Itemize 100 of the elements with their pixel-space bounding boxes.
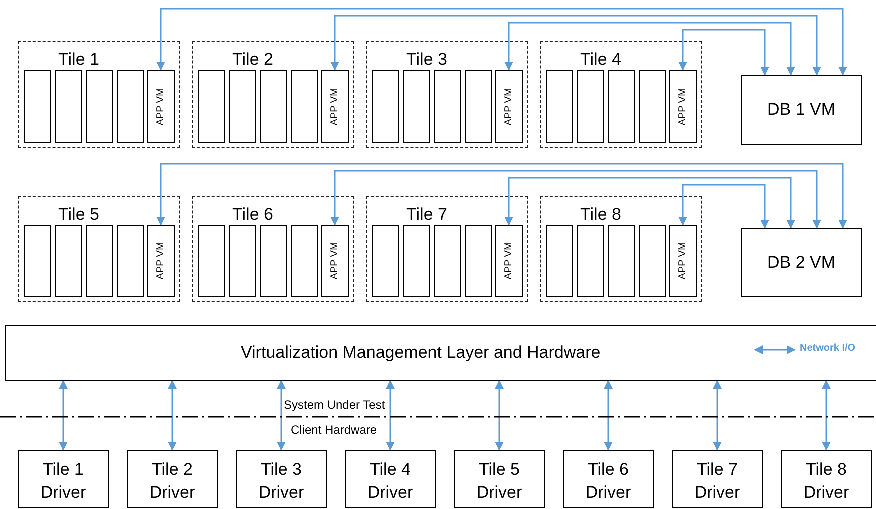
network-arrow bbox=[822, 380, 831, 451]
network-arrow bbox=[156, 8, 848, 76]
network-arrow bbox=[156, 163, 848, 229]
vm-slot bbox=[639, 70, 666, 143]
box-label: Tile 6 Driver bbox=[584, 459, 632, 504]
db-vm-box bbox=[741, 75, 862, 145]
tile-group bbox=[366, 196, 528, 302]
vm-slot bbox=[24, 70, 51, 143]
vm-slot bbox=[86, 225, 113, 297]
box-label: DB 1 VM bbox=[766, 100, 837, 120]
box-label: Tile 4 Driver bbox=[366, 459, 414, 504]
legend-label: Network I/O bbox=[800, 343, 856, 354]
tile-group bbox=[192, 41, 354, 148]
tile-heading: Tile 2 bbox=[232, 50, 274, 70]
vm-label: APP VM bbox=[156, 88, 166, 126]
vm-slot bbox=[546, 225, 573, 297]
vm-slot bbox=[229, 70, 256, 143]
app-vm-box bbox=[495, 225, 523, 297]
vm-slot bbox=[198, 225, 225, 297]
box-label: Tile 7 Driver bbox=[694, 459, 742, 504]
vm-label: APP VM bbox=[330, 242, 340, 280]
db-vm-box bbox=[741, 228, 862, 297]
vm-label: APP VM bbox=[678, 88, 688, 126]
box-label: Tile 3 Driver bbox=[258, 459, 306, 504]
vm-slot bbox=[372, 225, 399, 297]
boundary-label: Client Hardware bbox=[291, 423, 378, 437]
vm-slot bbox=[546, 70, 573, 143]
vm-slot bbox=[372, 70, 399, 143]
vm-label: APP VM bbox=[330, 88, 340, 126]
vm-slot bbox=[291, 70, 318, 143]
box-label: DB 2 VM bbox=[766, 252, 837, 272]
vm-slot bbox=[465, 70, 492, 143]
vm-slot bbox=[608, 70, 635, 143]
app-vm-box bbox=[147, 70, 175, 143]
driver-box bbox=[18, 450, 109, 508]
driver-box bbox=[781, 450, 872, 508]
app-vm-box bbox=[321, 70, 349, 143]
vm-slot bbox=[117, 225, 144, 297]
network-arrow bbox=[678, 184, 770, 229]
network-arrow bbox=[330, 170, 822, 229]
vm-slot bbox=[24, 225, 51, 297]
box-label: Virtualization Management Layer and Hardware bbox=[241, 343, 601, 363]
tile-heading: Tile 5 bbox=[58, 205, 100, 225]
vm-slot bbox=[198, 70, 225, 143]
driver-box bbox=[236, 450, 327, 508]
driver-box bbox=[127, 450, 218, 508]
vm-slot bbox=[291, 225, 318, 297]
driver-box bbox=[454, 450, 545, 508]
vm-slot bbox=[465, 225, 492, 297]
vm-slot bbox=[434, 225, 461, 297]
box-label: Tile 8 Driver bbox=[802, 459, 850, 504]
vm-slot bbox=[403, 225, 430, 297]
box-label: Tile 1 Driver bbox=[40, 459, 88, 504]
vm-slot bbox=[260, 70, 287, 143]
vm-slot bbox=[229, 225, 256, 297]
network-arrow bbox=[713, 380, 722, 451]
tile-group bbox=[540, 41, 702, 148]
network-arrow bbox=[504, 177, 796, 229]
tile-heading: Tile 7 bbox=[406, 205, 448, 225]
driver-box bbox=[672, 450, 763, 508]
app-vm-box bbox=[669, 225, 697, 297]
app-vm-box bbox=[669, 70, 697, 143]
vm-slot bbox=[403, 70, 430, 143]
network-arrow bbox=[678, 29, 770, 76]
tile-heading: Tile 8 bbox=[580, 205, 622, 225]
vm-slot bbox=[117, 70, 144, 143]
layer-box bbox=[5, 325, 876, 381]
tile-group bbox=[18, 41, 180, 148]
vm-slot bbox=[639, 225, 666, 297]
network-arrow bbox=[277, 380, 286, 451]
tile-group bbox=[540, 196, 702, 302]
vm-slot bbox=[577, 225, 604, 297]
tile-heading: Tile 1 bbox=[58, 50, 100, 70]
app-vm-box bbox=[321, 225, 349, 297]
tile-group bbox=[366, 41, 528, 148]
vm-slot bbox=[55, 70, 82, 143]
vm-slot bbox=[608, 225, 635, 297]
box-label: Tile 2 Driver bbox=[148, 459, 196, 504]
driver-box bbox=[563, 450, 654, 508]
app-vm-box bbox=[147, 225, 175, 297]
vm-label: APP VM bbox=[678, 242, 688, 280]
tile-heading: Tile 3 bbox=[406, 50, 448, 70]
box-label: Tile 5 Driver bbox=[476, 459, 524, 504]
network-arrow bbox=[504, 22, 796, 76]
tile-heading: Tile 6 bbox=[232, 205, 274, 225]
app-vm-box bbox=[495, 70, 523, 143]
network-arrow bbox=[330, 15, 822, 76]
driver-box bbox=[345, 450, 436, 508]
network-arrow bbox=[168, 380, 177, 451]
vm-label: APP VM bbox=[504, 88, 514, 126]
network-arrow bbox=[59, 380, 68, 451]
network-arrow bbox=[386, 380, 395, 451]
vm-slot bbox=[260, 225, 287, 297]
boundary-label: System Under Test bbox=[284, 398, 386, 412]
tile-group bbox=[18, 196, 180, 302]
vm-slot bbox=[434, 70, 461, 143]
network-arrow bbox=[604, 380, 613, 451]
network-arrow bbox=[495, 380, 504, 451]
vm-label: APP VM bbox=[504, 242, 514, 280]
vm-slot bbox=[86, 70, 113, 143]
